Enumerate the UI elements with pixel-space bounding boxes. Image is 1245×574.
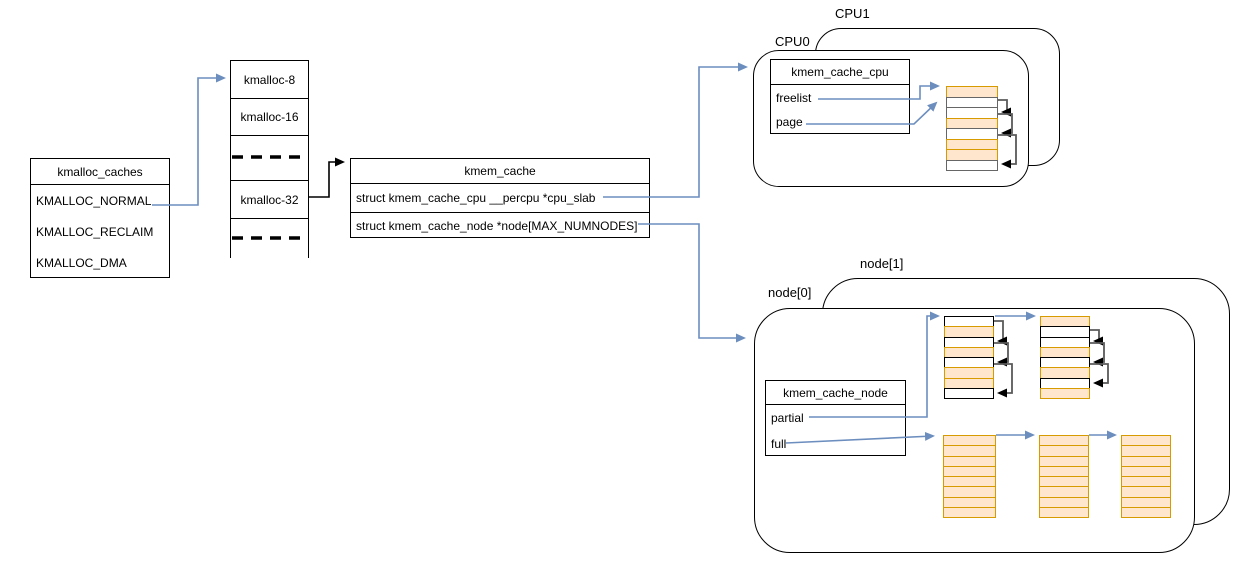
- kmem-cache-cpu-field-freelist: freelist: [776, 90, 812, 105]
- partial-slab-1: [944, 316, 994, 400]
- cpu0-label: CPU0: [775, 34, 810, 49]
- slab-cell-orange: [943, 507, 996, 519]
- arrow-node-to-node0: [638, 223, 746, 343]
- full-slab-2: [1039, 435, 1089, 519]
- kmem-cache-field-node: struct kmem_cache_node *node[MAX_NUMNODE…: [351, 212, 649, 239]
- kmem-cache-node-field-partial: partial: [771, 411, 804, 425]
- full-slab-3: [1121, 435, 1171, 519]
- kmalloc-8-cell: kmalloc-8: [231, 61, 308, 99]
- kmalloc-caches-row-normal: KMALLOC_NORMAL: [36, 193, 152, 208]
- slab-cell-white: [946, 159, 998, 171]
- kmalloc-16-cell: kmalloc-16: [231, 99, 308, 136]
- partial-slab-2: [1040, 316, 1090, 400]
- cpu1-label: CPU1: [835, 6, 870, 21]
- kmalloc-caches-table: kmalloc_caches KMALLOC_NORMAL KMALLOC_RE…: [30, 158, 170, 278]
- kmem-cache-node-title: kmem_cache_node: [766, 381, 905, 405]
- node0-label: node[0]: [768, 285, 812, 300]
- kmem-cache-node-table: kmem_cache_node partial full: [765, 380, 906, 456]
- kmem-cache-field-cpu-slab: struct kmem_cache_cpu __percpu *cpu_slab: [356, 191, 596, 205]
- kmalloc-32-cell: kmalloc-32: [231, 181, 308, 219]
- kmalloc-size-column: kmalloc-8 kmalloc-16 kmalloc-32: [230, 60, 309, 258]
- kmem-cache-cpu-title: kmem_cache_cpu: [771, 60, 909, 85]
- slab-cell-orange: [1040, 388, 1090, 400]
- kmem-cache-title: kmem_cache: [351, 159, 649, 184]
- kmalloc-caches-row-reclaim: KMALLOC_RECLAIM: [36, 224, 154, 239]
- kmem-cache-node-field-full: full: [771, 436, 787, 451]
- slab-cell-white: [944, 388, 994, 400]
- kmalloc-caches-row-dma: KMALLOC_DMA: [36, 255, 127, 270]
- node1-label: node[1]: [860, 256, 904, 271]
- arrow-kmalloc32-to-kmem-cache: [309, 157, 345, 198]
- slab-cell-orange: [1121, 507, 1171, 519]
- kmem-cache-table: kmem_cache struct kmem_cache_cpu __percp…: [350, 158, 650, 238]
- kmem-cache-cpu-table: kmem_cache_cpu freelist page: [770, 59, 910, 134]
- kmem-cache-cpu-field-page: page: [776, 115, 803, 129]
- cpu-slab: [946, 86, 998, 171]
- slab-cell-orange: [1039, 507, 1089, 519]
- kmalloc-ellipsis-gap-2: [231, 219, 308, 259]
- full-slab-1: [943, 435, 996, 519]
- kmalloc-ellipsis-gap-1: [231, 136, 308, 181]
- kmalloc-caches-title: kmalloc_caches: [31, 159, 169, 185]
